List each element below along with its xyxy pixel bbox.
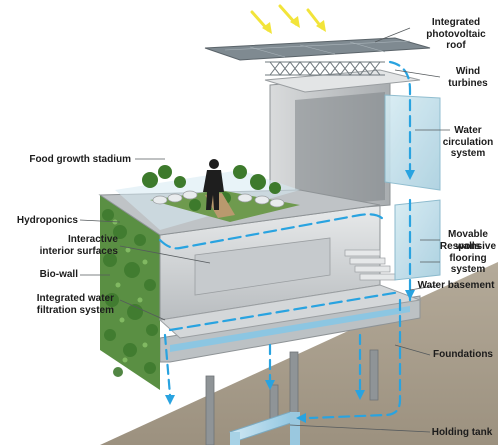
label-walls-line-1: Movable	[447, 229, 488, 240]
wind-turbines	[265, 61, 385, 76]
label-food-growth-stadium-line-1: Food growth stadium	[29, 154, 131, 165]
label-basement-line-1: Water basement	[417, 280, 495, 291]
hydroponic-pods	[152, 190, 285, 208]
label-holding-tank: Holding tank	[428, 427, 496, 439]
label-pv-line-1: Integrated	[431, 17, 481, 28]
roof-walkway	[205, 193, 235, 218]
label-floor-line-3: system	[450, 264, 486, 275]
label-interactive-line-1: Interactive	[67, 234, 118, 245]
label-walls-line-2: walls	[455, 240, 481, 252]
glass-wall-upper	[384, 94, 441, 191]
label-interactive-line-2: interior surfaces	[39, 245, 118, 257]
label-circ-line-2: circulation	[442, 136, 494, 148]
person-silhouette	[203, 159, 224, 210]
label-floor-line-1: Responsive	[439, 241, 497, 252]
label-hydroponics: Hydroponics	[17, 215, 78, 227]
label-pv-line-2: photovoltaic	[426, 28, 486, 40]
basement-water	[170, 306, 410, 352]
label-tank-line-1: Holding tank	[431, 427, 493, 438]
label-bio-wall-line-1: Bio-wall	[39, 269, 78, 280]
label-filtration-line-2: filtration system	[36, 304, 114, 316]
bio-wall-highlights	[112, 219, 148, 363]
interior-room-floor	[158, 284, 422, 339]
sun-ray-arrowheads	[262, 16, 326, 34]
label-water-basement: Water basement	[414, 280, 498, 292]
label-floor-line-2: flooring	[449, 252, 487, 264]
bio-wall	[100, 195, 160, 390]
label-circ-line-3: system	[450, 148, 486, 159]
photovoltaic-roof	[204, 37, 431, 61]
stairs	[344, 249, 396, 281]
leader-lines	[79, 27, 450, 433]
interior-surface-panel	[194, 237, 331, 296]
water-circulation-lines	[158, 60, 412, 420]
roof-plants	[142, 165, 281, 211]
label-foundations: Foundations	[430, 349, 496, 361]
water-flow-arrowheads	[165, 170, 415, 423]
label-bio-wall: Bio-wall	[40, 269, 78, 281]
sun-rays	[250, 4, 324, 32]
label-hydroponics-line-1: Hydroponics	[16, 215, 78, 226]
foundation-piles	[205, 349, 379, 445]
pv-grid	[224, 40, 411, 58]
label-filtration-line-1: Integrated water	[36, 293, 114, 304]
label-pv-line-3: roof	[446, 40, 466, 51]
label-wind-line-1: Wind	[455, 66, 481, 77]
label-wind-line-2: turbines	[448, 77, 488, 89]
label-food-growth-stadium: Food growth stadium	[29, 154, 131, 166]
movable-wall-panel	[394, 199, 441, 281]
upper-tower-opening	[295, 92, 385, 208]
label-found-line-1: Foundations	[433, 349, 493, 360]
label-circ-line-1: Water	[454, 125, 482, 136]
bio-wall-foliage	[102, 209, 158, 377]
